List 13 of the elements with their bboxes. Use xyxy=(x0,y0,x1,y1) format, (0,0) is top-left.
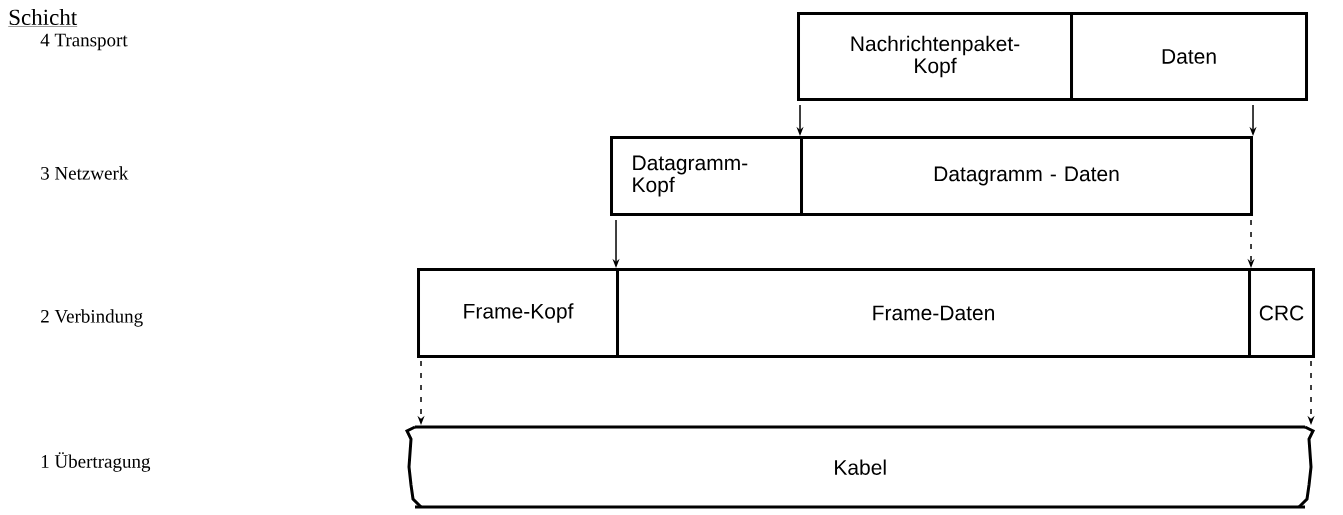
packet-field: Nachrichtenpaket- Kopf xyxy=(797,12,1073,101)
layer-label: 1 Übertragung xyxy=(41,452,151,472)
packet-field: Daten xyxy=(1070,12,1308,101)
packet-field: CRC xyxy=(1248,268,1315,358)
layer-label: 4 Transport xyxy=(40,33,128,51)
heading: Schicht xyxy=(8,8,78,27)
packet-field: Frame-Daten xyxy=(616,268,1251,358)
cable-segment: Kabel xyxy=(405,425,1316,509)
packet-field: Datagramm - Daten xyxy=(800,136,1253,216)
layer-label: 3 Netzwerk xyxy=(41,166,129,180)
layer-label: 2 Verbindung xyxy=(41,309,143,327)
packet-field: Frame-Kopf xyxy=(417,268,619,358)
packet-field: Datagramm- Kopf xyxy=(610,136,803,216)
